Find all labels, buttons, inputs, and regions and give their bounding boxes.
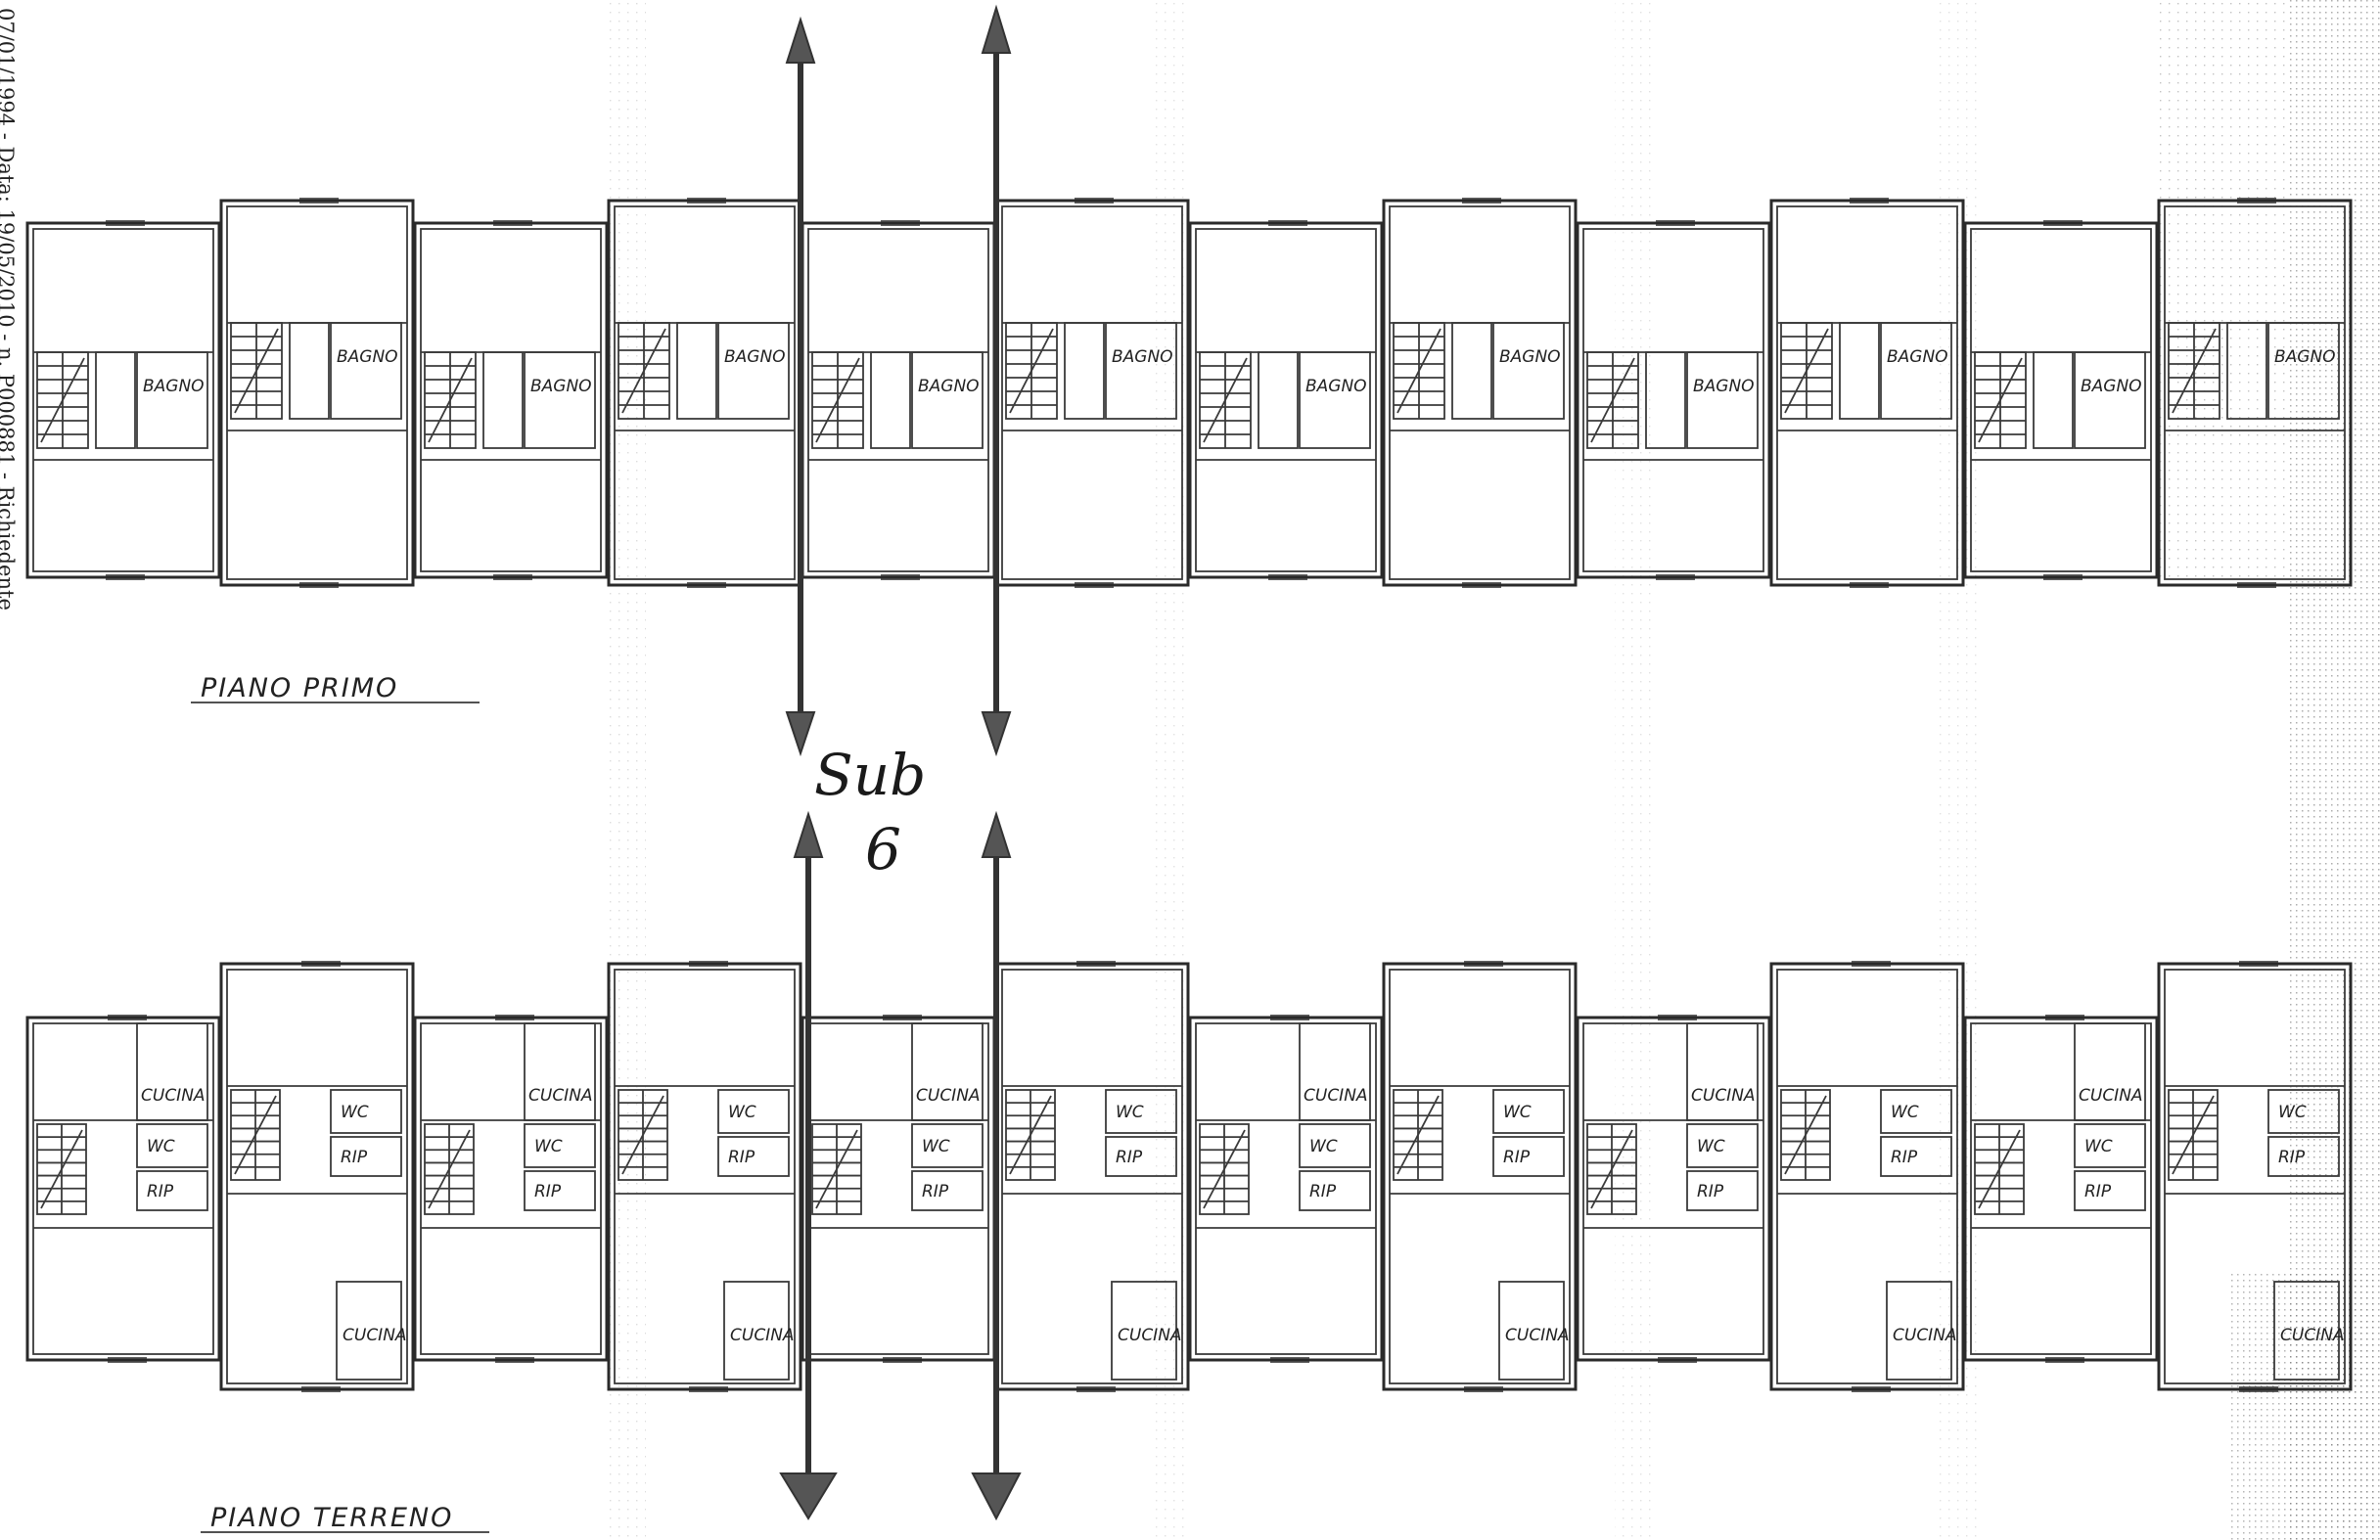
room-label-cucina: CUCINA xyxy=(2280,1326,2345,1345)
subdivision-arrows xyxy=(779,4,1022,1521)
room-label-wc: WC xyxy=(1309,1137,1338,1156)
room-label-cucina: CUCINA xyxy=(1118,1326,1182,1345)
room-label-cucina: CUCINA xyxy=(343,1326,407,1345)
room-label-cucina: CUCINA xyxy=(1691,1086,1756,1106)
ground-floor-unit: WC RIP CUCINA xyxy=(219,961,415,1392)
first-floor-unit: BAGNO xyxy=(994,198,1190,588)
room-label-bagno: BAGNO xyxy=(2274,347,2336,367)
ground-floor-unit: WC RIP CUCINA xyxy=(1963,1015,2159,1363)
room-label-wc: WC xyxy=(147,1137,175,1156)
room-label-bagno: BAGNO xyxy=(1499,347,1561,367)
left-arrow-lower-up-head xyxy=(793,810,824,858)
room-label-rip: RIP xyxy=(534,1182,562,1201)
room-label-rip: RIP xyxy=(922,1182,949,1201)
room-label-cucina: CUCINA xyxy=(730,1326,795,1345)
sub-number: 6 xyxy=(865,816,901,883)
left-arrow-down-head xyxy=(785,711,816,757)
ground-floor-unit: WC RIP CUCINA xyxy=(1576,1015,1771,1363)
sub-label: Sub xyxy=(814,742,926,808)
room-label-wc: WC xyxy=(534,1137,563,1156)
room-label-bagno: BAGNO xyxy=(337,347,398,367)
ground-floor-unit: WC RIP CUCINA xyxy=(1769,961,1965,1392)
room-label-wc: WC xyxy=(1503,1103,1532,1122)
first-floor-unit: BAGNO xyxy=(2157,198,2353,588)
room-label-rip: RIP xyxy=(341,1148,368,1167)
room-label-wc: WC xyxy=(341,1103,369,1122)
room-label-wc: WC xyxy=(1697,1137,1725,1156)
ground-floor-plan: WC RIP CUCINA WC RIP CUCINA WC RIP CUCINA WC RIP CU… xyxy=(25,961,2353,1392)
room-label-wc: WC xyxy=(728,1103,756,1122)
first-floor-unit: BAGNO xyxy=(1963,220,2159,580)
scan-noise xyxy=(607,0,2380,1540)
room-label-cucina: CUCINA xyxy=(1505,1326,1570,1345)
first-floor-plan: BAGNO BAGNO BAGNO BAGNO BAGNO BAGNO BAGNO BAGNO… xyxy=(25,198,2353,588)
first-floor-title: PIANO PRIMO xyxy=(201,673,398,703)
room-label-cucina: CUCINA xyxy=(916,1086,981,1106)
ground-floor-title: PIANO TERRENO xyxy=(210,1503,453,1533)
room-label-rip: RIP xyxy=(2278,1148,2306,1167)
ground-floor-unit: WC RIP CUCINA xyxy=(1188,1015,1384,1363)
room-label-rip: RIP xyxy=(1697,1182,1724,1201)
room-label-rip: RIP xyxy=(1309,1182,1337,1201)
room-label-bagno: BAGNO xyxy=(530,377,592,396)
first-floor-unit: BAGNO xyxy=(413,220,609,580)
room-label-bagno: BAGNO xyxy=(1112,347,1173,367)
room-label-wc: WC xyxy=(2278,1103,2307,1122)
room-label-rip: RIP xyxy=(1891,1148,1918,1167)
room-label-cucina: CUCINA xyxy=(141,1086,206,1106)
room-label-bagno: BAGNO xyxy=(1887,347,1948,367)
ground-floor-unit: WC RIP CUCINA xyxy=(2157,961,2353,1392)
room-label-cucina: CUCINA xyxy=(2079,1086,2143,1106)
right-arrow-down-head xyxy=(981,711,1012,757)
ground-floor-unit: WC RIP CUCINA xyxy=(994,961,1190,1392)
right-arrow-lower-up-head xyxy=(981,810,1012,858)
room-label-rip: RIP xyxy=(2084,1182,2112,1201)
room-label-rip: RIP xyxy=(1503,1148,1531,1167)
right-arrow-lower-down-head xyxy=(971,1472,1022,1521)
room-label-wc: WC xyxy=(1116,1103,1144,1122)
room-label-cucina: CUCINA xyxy=(1304,1086,1368,1106)
ground-floor-unit: WC RIP CUCINA xyxy=(25,1015,221,1363)
first-floor-unit: BAGNO xyxy=(1769,198,1965,588)
first-floor-unit: BAGNO xyxy=(801,220,996,580)
room-label-bagno: BAGNO xyxy=(724,347,786,367)
room-label-wc: WC xyxy=(922,1137,950,1156)
room-label-bagno: BAGNO xyxy=(918,377,980,396)
first-floor-unit: BAGNO xyxy=(219,198,415,588)
ground-floor-unit: WC RIP CUCINA xyxy=(801,1015,996,1363)
room-label-bagno: BAGNO xyxy=(143,377,205,396)
room-label-rip: RIP xyxy=(728,1148,755,1167)
ground-floor-unit: WC RIP CUCINA xyxy=(1382,961,1578,1392)
room-label-wc: WC xyxy=(2084,1137,2113,1156)
first-floor-unit: BAGNO xyxy=(1576,220,1771,580)
left-arrow-up-head xyxy=(785,16,816,64)
ground-floor-unit: WC RIP CUCINA xyxy=(607,961,802,1392)
room-label-rip: RIP xyxy=(147,1182,174,1201)
first-floor-unit: BAGNO xyxy=(25,220,221,580)
first-floor-unit: BAGNO xyxy=(1382,198,1578,588)
room-label-wc: WC xyxy=(1891,1103,1919,1122)
room-label-bagno: BAGNO xyxy=(1693,377,1755,396)
room-label-bagno: BAGNO xyxy=(2081,377,2142,396)
room-label-cucina: CUCINA xyxy=(528,1086,593,1106)
room-label-bagno: BAGNO xyxy=(1305,377,1367,396)
ground-floor-unit: WC RIP CUCINA xyxy=(413,1015,609,1363)
room-label-cucina: CUCINA xyxy=(1893,1326,1957,1345)
room-label-rip: RIP xyxy=(1116,1148,1143,1167)
right-arrow-up-head xyxy=(981,4,1012,54)
first-floor-unit: BAGNO xyxy=(1188,220,1384,580)
left-arrow-lower-down-head xyxy=(779,1472,838,1520)
